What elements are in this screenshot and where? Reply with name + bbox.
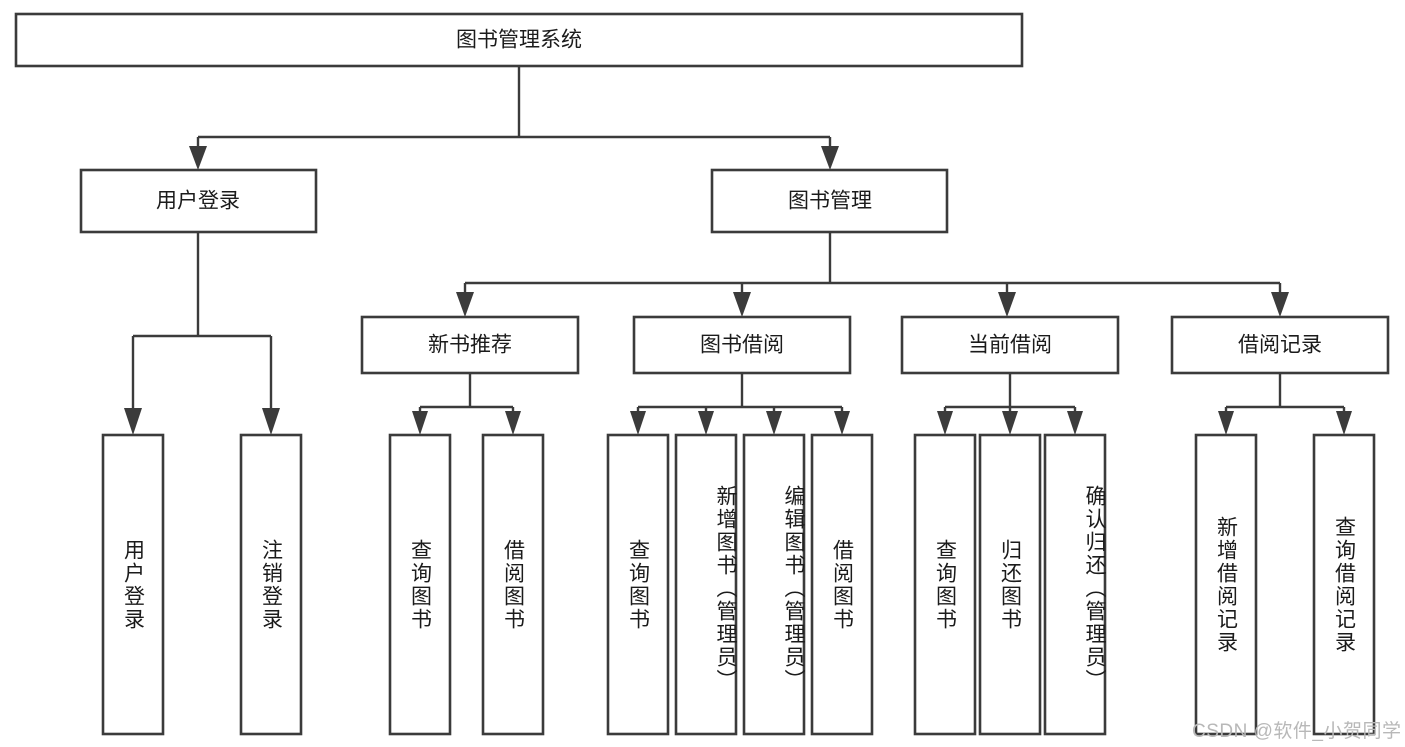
arrow-head-leaf-borrow-book xyxy=(834,411,850,435)
node-box-leaf-borrow-book[interactable] xyxy=(810,433,874,736)
arrow-head-new-book-recommend xyxy=(456,292,474,317)
connector-group-book-management xyxy=(456,232,1289,317)
node-box-borrow-record[interactable] xyxy=(1170,315,1390,375)
node-label-user-login: 用户登录 xyxy=(156,190,240,213)
node-box-leaf-borrow-book-new[interactable] xyxy=(481,433,545,736)
arrow-head-leaf-query-book-borrow xyxy=(630,411,646,435)
arrow-head-book-borrow xyxy=(733,292,751,317)
arrow-head-leaf-return-book xyxy=(1002,411,1018,435)
arrow-head-user-login xyxy=(189,146,207,170)
arrow-head-leaf-query-record xyxy=(1336,411,1352,435)
arrow-head-leaf-logout xyxy=(262,408,280,435)
node-box-leaf-query-record[interactable] xyxy=(1312,433,1376,736)
node-label-book-borrow: 图书借阅 xyxy=(700,334,784,357)
node-box-book-borrow[interactable] xyxy=(632,315,852,375)
node-label-current-borrow: 当前借阅 xyxy=(968,334,1052,357)
node-label-new-book-recommend: 新书推荐 xyxy=(428,334,512,357)
connector-group-borrow-record xyxy=(1218,373,1352,435)
arrow-head-borrow-record xyxy=(1271,292,1289,317)
node-box-leaf-add-record[interactable] xyxy=(1194,433,1258,736)
arrow-head-leaf-query-book-new xyxy=(412,411,428,435)
arrow-head-leaf-user-login xyxy=(124,408,142,435)
node-box-leaf-query-book-current[interactable] xyxy=(913,433,977,736)
node-box-leaf-return-book[interactable] xyxy=(978,433,1042,736)
node-label-borrow-record: 借阅记录 xyxy=(1238,334,1322,357)
arrow-head-book-management xyxy=(821,146,839,170)
node-box-book-management[interactable] xyxy=(710,168,949,234)
node-box-leaf-logout[interactable] xyxy=(239,433,303,736)
node-box-leaf-user-login[interactable] xyxy=(101,433,165,736)
arrow-head-current-borrow xyxy=(998,292,1016,317)
arrow-head-leaf-add-book xyxy=(698,411,714,435)
connector-group-current-borrow xyxy=(937,373,1083,435)
arrow-head-leaf-confirm-return xyxy=(1067,411,1083,435)
node-box-root[interactable] xyxy=(14,12,1024,68)
arrow-head-leaf-query-book-current xyxy=(937,411,953,435)
connector-group-user-login xyxy=(124,232,280,435)
arrow-head-leaf-edit-book xyxy=(766,411,782,435)
node-box-leaf-query-book-borrow[interactable] xyxy=(606,433,670,736)
connector-group-root xyxy=(189,66,839,170)
arrow-head-leaf-add-record xyxy=(1218,411,1234,435)
connector-group-new-book-recommend xyxy=(412,373,521,435)
arrow-head-leaf-borrow-book-new xyxy=(505,411,521,435)
node-box-leaf-edit-book[interactable] xyxy=(742,433,806,736)
node-box-current-borrow[interactable] xyxy=(900,315,1120,375)
node-label-book-management: 图书管理 xyxy=(788,190,872,213)
node-box-leaf-add-book[interactable] xyxy=(674,433,738,736)
node-label-root: 图书管理系统 xyxy=(456,29,582,52)
connector-group-book-borrow xyxy=(630,373,850,435)
node-box-leaf-query-book-new[interactable] xyxy=(388,433,452,736)
csdn-watermark: CSDN @软件_小贺同学 xyxy=(1192,721,1402,742)
node-box-leaf-confirm-return[interactable] xyxy=(1043,433,1107,736)
node-box-new-book-recommend[interactable] xyxy=(360,315,580,375)
node-box-user-login[interactable] xyxy=(79,168,318,234)
